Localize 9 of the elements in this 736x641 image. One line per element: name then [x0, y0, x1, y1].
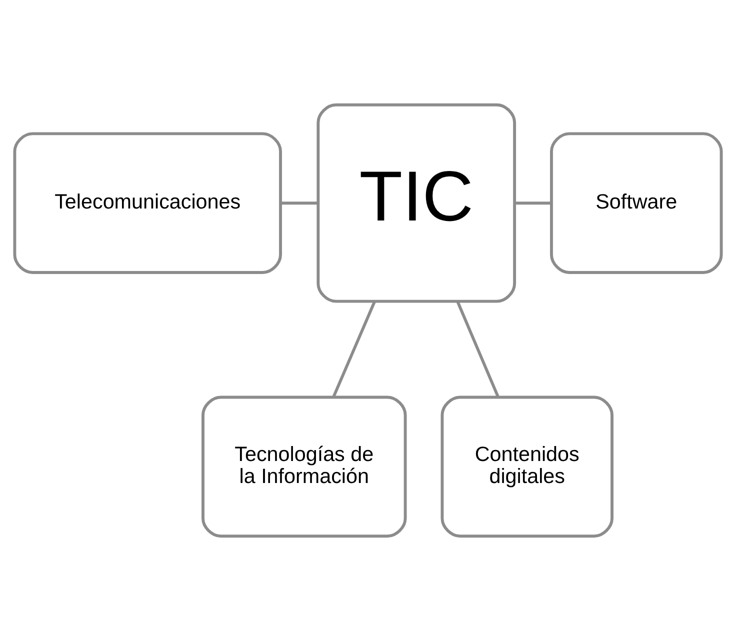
connector — [280, 202, 318, 205]
node-box: Contenidos digitales — [440, 396, 614, 538]
node-box: Tecnologías de la Información — [202, 396, 407, 538]
connector — [514, 202, 552, 205]
node-box: TIC — [316, 103, 516, 303]
node-box: Software — [550, 132, 723, 274]
connector — [456, 301, 500, 398]
node-box: Telecomunicaciones — [13, 132, 282, 274]
connector — [332, 301, 376, 398]
